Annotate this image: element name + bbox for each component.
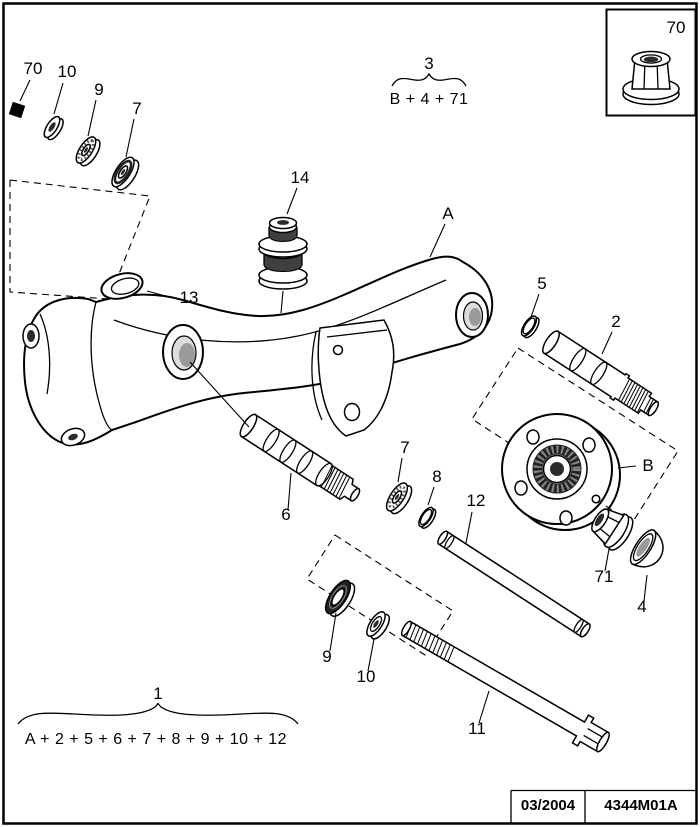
rear-axle-beam bbox=[22, 255, 494, 447]
stub-shaft-2 bbox=[542, 330, 660, 417]
brace-top bbox=[391, 72, 467, 87]
callout-13: 13 bbox=[180, 288, 199, 307]
washer-lower-10 bbox=[366, 611, 391, 640]
callout-2: 2 bbox=[611, 312, 620, 331]
legend-top-formula: B + 4 + 71 bbox=[390, 91, 469, 108]
construction-box-hub bbox=[471, 347, 679, 524]
brace-bottom bbox=[17, 702, 299, 725]
callout-70: 70 bbox=[24, 59, 43, 78]
wheel-hub bbox=[501, 413, 621, 531]
legend-top-label: 3 bbox=[424, 54, 433, 73]
inset-label: 70 bbox=[667, 18, 686, 37]
callout-71: 71 bbox=[595, 567, 614, 586]
callout-labels: 70 10 9 7 14 A 5 2 13 B 7 8 12 6 71 4 9 … bbox=[24, 54, 654, 748]
title-block: 03/2004 4344M01A bbox=[510, 789, 696, 824]
arm-inner-line bbox=[39, 313, 51, 395]
beam-silhouette bbox=[23, 255, 494, 446]
callout-11: 11 bbox=[468, 719, 486, 738]
arm-boss-hole bbox=[27, 330, 35, 342]
legend-bottom-label: 1 bbox=[153, 684, 162, 703]
callout-9-upper: 9 bbox=[94, 80, 103, 99]
arm-edge-line bbox=[90, 301, 113, 431]
pivot-bolt-11 bbox=[400, 620, 611, 753]
left-pivot-bore-core bbox=[179, 343, 195, 367]
callout-6: 6 bbox=[281, 505, 290, 524]
callout-7-mid: 7 bbox=[400, 438, 409, 457]
callout-8: 8 bbox=[432, 467, 441, 486]
title-block-code: 4344M01A bbox=[604, 797, 678, 814]
right-pivot-bore-core bbox=[469, 308, 481, 326]
legend-bottom-formula: A + 2 + 5 + 6 + 7 + 8 + 9 + 10 + 12 bbox=[25, 731, 287, 748]
damper-bush-stack bbox=[258, 216, 308, 290]
hub-bolt-hole bbox=[526, 429, 540, 445]
bracket-edge-line bbox=[326, 329, 388, 338]
callout-10-upper: 10 bbox=[58, 62, 77, 81]
hub-bolt-hole bbox=[514, 480, 528, 496]
hub-pilot-hole bbox=[591, 494, 601, 504]
callout-B: B bbox=[642, 456, 653, 475]
pivot-pin-12 bbox=[437, 530, 591, 638]
callout-10-lower: 10 bbox=[357, 667, 376, 686]
flange-nut-70 bbox=[622, 50, 680, 106]
construction-box-upper-left bbox=[9, 179, 151, 300]
dust-cap-4 bbox=[629, 529, 664, 568]
nut-position-marker bbox=[8, 101, 26, 119]
hub-bolt-hole bbox=[582, 437, 596, 453]
callout-14: 14 bbox=[291, 168, 310, 187]
callout-12: 12 bbox=[467, 491, 486, 510]
callout-A: A bbox=[442, 204, 454, 223]
arm-end-bush-hole bbox=[68, 433, 78, 441]
bearing-upper-9 bbox=[75, 136, 101, 167]
bracket-hole-small bbox=[332, 344, 344, 356]
pivot-shaft-6 bbox=[239, 413, 361, 502]
construction-lines bbox=[9, 179, 679, 656]
snap-ring-5 bbox=[520, 315, 540, 339]
construction-box-lower-seals bbox=[306, 534, 454, 656]
bracket-back-plate bbox=[311, 331, 323, 421]
hub-nut-71 bbox=[591, 508, 634, 551]
callout-9-lower: 9 bbox=[322, 647, 331, 666]
thread-hatch bbox=[405, 622, 455, 662]
washer-upper-10 bbox=[43, 115, 64, 141]
callout-7-upper: 7 bbox=[132, 99, 141, 118]
leader-lines bbox=[19, 79, 648, 724]
callout-4: 4 bbox=[637, 597, 646, 616]
seal-lower-9 bbox=[324, 579, 356, 617]
ring-mid-8 bbox=[418, 506, 437, 529]
spline-hatch bbox=[321, 465, 350, 499]
bearing-mid-7 bbox=[385, 482, 413, 515]
title-block-date: 03/2004 bbox=[521, 797, 576, 814]
seal-upper-7 bbox=[111, 156, 140, 191]
blanking-plug bbox=[100, 272, 144, 300]
inset-detail-box: 70 bbox=[605, 8, 697, 117]
callout-5: 5 bbox=[537, 274, 546, 293]
hub-bolt-hole bbox=[559, 510, 573, 526]
bracket-hole-large bbox=[343, 402, 361, 422]
